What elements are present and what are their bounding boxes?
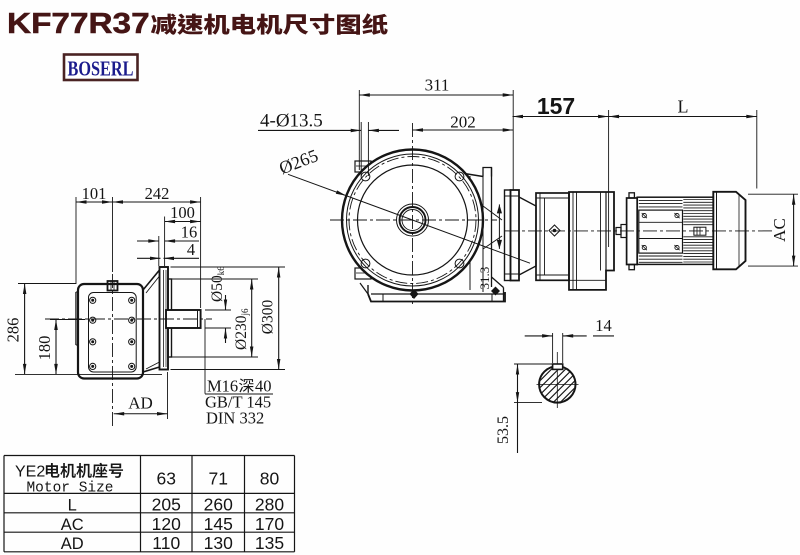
- svg-text:40: 40: [255, 377, 272, 396]
- svg-text:53.5: 53.5: [495, 416, 512, 444]
- svg-text:71: 71: [209, 469, 228, 489]
- svg-text:100: 100: [170, 203, 195, 222]
- svg-text:YE2: YE2: [15, 464, 45, 481]
- svg-text:Motor Size: Motor Size: [26, 481, 113, 497]
- svg-text:311: 311: [425, 76, 450, 95]
- svg-text:180: 180: [35, 336, 54, 361]
- svg-text:Ø230j6: Ø230j6: [233, 308, 250, 350]
- svg-text:AD: AD: [128, 394, 153, 413]
- svg-text:14: 14: [595, 316, 612, 335]
- svg-text:M16: M16: [207, 377, 238, 396]
- svg-text:130: 130: [204, 533, 233, 553]
- svg-text:Ø300: Ø300: [260, 300, 277, 335]
- svg-text:120: 120: [152, 514, 181, 534]
- svg-text:31.3: 31.3: [477, 267, 492, 290]
- svg-text:L: L: [68, 496, 77, 514]
- svg-text:DIN 332: DIN 332: [206, 409, 264, 428]
- svg-text:KF77R37: KF77R37: [7, 7, 150, 39]
- svg-text:145: 145: [204, 514, 233, 534]
- svg-text:4-Ø13.5: 4-Ø13.5: [260, 111, 323, 132]
- svg-text:80: 80: [260, 469, 280, 489]
- svg-text:L: L: [678, 97, 689, 117]
- svg-text:286: 286: [4, 318, 23, 343]
- svg-text:110: 110: [152, 533, 180, 553]
- svg-text:202: 202: [450, 112, 476, 131]
- svg-text:205: 205: [152, 494, 181, 514]
- svg-text:AC: AC: [770, 218, 789, 242]
- svg-text:AD: AD: [61, 535, 84, 553]
- svg-text:4: 4: [187, 240, 195, 259]
- svg-text:157: 157: [537, 93, 575, 119]
- svg-text:170: 170: [255, 514, 284, 534]
- svg-text:63: 63: [157, 469, 176, 489]
- svg-text:135: 135: [255, 533, 284, 553]
- svg-text:AC: AC: [61, 516, 84, 534]
- svg-text:16: 16: [181, 223, 198, 242]
- svg-text:BOSERL: BOSERL: [68, 57, 134, 81]
- svg-text:101: 101: [82, 184, 107, 203]
- svg-text:280: 280: [255, 494, 284, 514]
- svg-text:242: 242: [145, 184, 170, 203]
- svg-text:GB/T 145: GB/T 145: [205, 393, 271, 412]
- svg-text:260: 260: [204, 494, 233, 514]
